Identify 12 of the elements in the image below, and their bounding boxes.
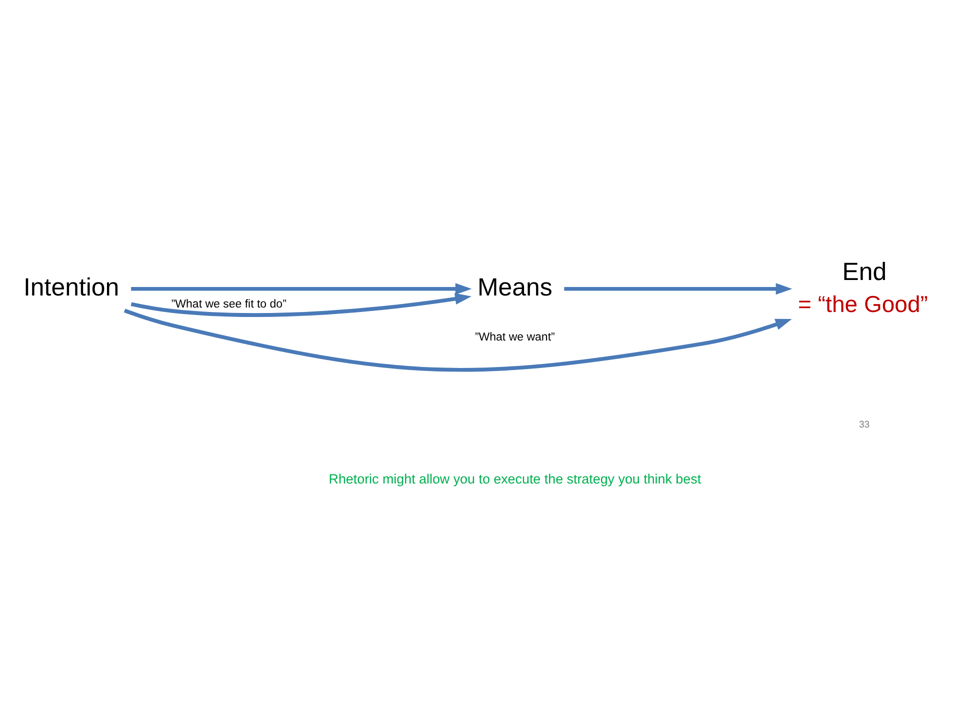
arrow (131, 282, 472, 294)
arrow (124, 308, 792, 372)
label: Rhetoric might allow you to execute the strategy you think best (328, 470, 702, 486)
node-text: Intention (23, 272, 120, 301)
node-text: End (842, 258, 887, 286)
edge-label: ”What we see fit to do” (171, 298, 286, 310)
node-text: Means (477, 272, 552, 301)
label: 33 (858, 419, 870, 430)
edge-label: ”What we want” (474, 330, 555, 343)
arrow (564, 282, 792, 294)
node-label: = “the Good” (798, 290, 928, 317)
arrow (130, 292, 472, 316)
